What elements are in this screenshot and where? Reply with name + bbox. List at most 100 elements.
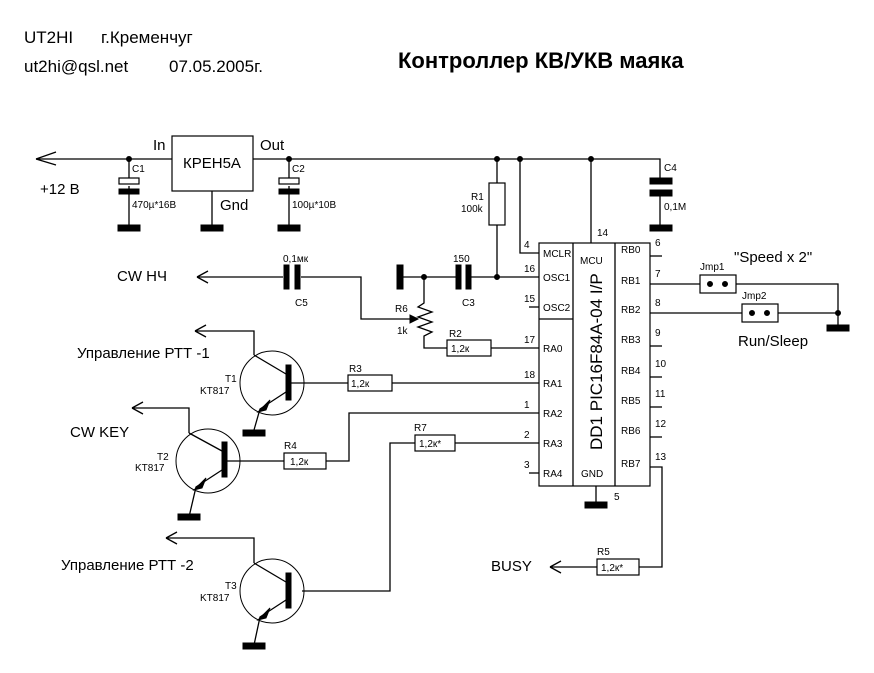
svg-text:Out: Out (260, 137, 285, 154)
pin-number: 8 (655, 298, 661, 309)
pin-number: 2 (524, 430, 530, 441)
svg-text:C3: C3 (462, 298, 475, 309)
input-voltage-label: +12 В (40, 181, 80, 198)
pin-ra0: RA0 (543, 344, 563, 355)
ground-icon (584, 501, 608, 509)
arrow-icon (35, 151, 57, 166)
wire-5v-rail (253, 158, 661, 178)
pin-number: 9 (655, 328, 661, 339)
svg-text:R1: R1 (471, 192, 484, 203)
svg-text:C1: C1 (132, 164, 145, 175)
ptt1-label: Управление РТТ -1 (77, 345, 210, 362)
svg-text:C2: C2 (292, 164, 305, 175)
pin-number: 11 (655, 389, 666, 400)
svg-text:R5: R5 (597, 547, 610, 558)
mcu-part-label: DD1 PIC16F84A-04 I/P (587, 273, 606, 450)
busy-output: 1,2к* R5 BUSY (491, 466, 663, 576)
jumpers: Jmp1 Jmp2 "Speed x 2" Run/Sleep (650, 249, 850, 350)
svg-text:1,2к*: 1,2к* (601, 563, 623, 574)
capacitor-c1: C1 470µ*16В (117, 156, 176, 232)
city: г.Кременчуг (101, 28, 193, 47)
pin-number: 10 (655, 359, 667, 370)
oscillator-network: 150 C3 R6 1k 1,2к R2 0,1мк C5 CW НЧ (117, 254, 539, 357)
pin-number: 3 (524, 460, 530, 471)
cw-lf-label: CW НЧ (117, 268, 167, 285)
svg-text:R7: R7 (414, 423, 427, 434)
svg-text:KT817: KT817 (200, 593, 230, 604)
resistor-r1: R1 100k (461, 156, 506, 277)
svg-text:470µ*16В: 470µ*16В (132, 200, 176, 211)
ground-icon (277, 224, 301, 232)
pin-rb5: RB5 (621, 396, 641, 407)
svg-text:100k: 100k (461, 204, 484, 215)
email: ut2hi@qsl.net (24, 57, 128, 76)
run-sleep-label: Run/Sleep (738, 333, 808, 350)
pin-number: 6 (655, 238, 661, 249)
speed-label: "Speed x 2" (734, 249, 812, 266)
pin-ra4: RA4 (543, 469, 563, 480)
pin-osc2: OSC2 (543, 303, 571, 314)
svg-text:KT817: KT817 (135, 463, 165, 474)
svg-text:MCU: MCU (580, 256, 603, 267)
svg-text:Jmp1: Jmp1 (700, 262, 725, 273)
svg-text:0,1M: 0,1M (664, 202, 686, 213)
schematic-title: Контроллер КВ/УКВ маяка (398, 48, 684, 73)
svg-text:GND: GND (581, 469, 603, 480)
pin-number: 12 (655, 419, 667, 430)
arrow-icon (165, 531, 178, 545)
svg-text:KT817: KT817 (200, 386, 230, 397)
capacitor-c4: C4 0,1M (649, 163, 686, 232)
ground-icon (117, 224, 141, 232)
arrow-icon (196, 270, 209, 284)
callsign: UT2HI (24, 28, 73, 47)
pin-rb0: RB0 (621, 245, 641, 256)
transistor-t1: T1 KT817 Управление РТТ -1 1,2к R3 (77, 324, 539, 437)
ground-icon (242, 429, 266, 437)
pin-rb2: RB2 (621, 305, 641, 316)
svg-text:14: 14 (597, 228, 609, 239)
jumper-jmp2[interactable] (741, 303, 779, 323)
pin-rb1: RB1 (621, 276, 641, 287)
svg-text:Jmp2: Jmp2 (742, 291, 767, 302)
svg-text:Gnd: Gnd (220, 197, 248, 214)
ground-icon (242, 642, 266, 650)
pin-number: 4 (524, 240, 530, 251)
pin-ra1: RA1 (543, 379, 563, 390)
power-input: +12 В (35, 151, 172, 198)
svg-text:C5: C5 (295, 298, 308, 309)
pin-number: 16 (524, 264, 536, 275)
pin-mclr: MCLR (543, 249, 571, 260)
svg-text:T1: T1 (225, 374, 237, 385)
pin-rb3: RB3 (621, 335, 641, 346)
pin-number: 13 (655, 452, 667, 463)
jumper-jmp1[interactable] (699, 274, 737, 294)
ground-icon (200, 224, 224, 232)
svg-text:5: 5 (614, 492, 620, 503)
svg-text:R2: R2 (449, 329, 462, 340)
svg-text:C4: C4 (664, 163, 677, 174)
svg-text:1,2к: 1,2к (451, 344, 470, 355)
arrow-icon (549, 560, 562, 574)
ground-icon (649, 224, 673, 232)
date: 07.05.2005г. (169, 57, 263, 76)
svg-text:R6: R6 (395, 304, 408, 315)
svg-text:1,2к: 1,2к (351, 379, 370, 390)
transistor-t3: 1,2к* R7 T3 KT817 Управление РТТ -2 (61, 423, 539, 650)
pin-rb4: RB4 (621, 366, 641, 377)
svg-text:R3: R3 (349, 364, 362, 375)
svg-text:1k: 1k (397, 326, 409, 337)
ptt2-label: Управление РТТ -2 (61, 557, 194, 574)
svg-text:T2: T2 (157, 452, 169, 463)
arrow-icon (131, 401, 144, 415)
pin-number: 17 (524, 335, 536, 346)
pin-osc1: OSC1 (543, 273, 571, 284)
svg-text:1,2к*: 1,2к* (419, 439, 441, 450)
ground-icon (177, 513, 201, 521)
pin-rb6: RB6 (621, 426, 641, 437)
pin-number: 15 (524, 294, 536, 305)
mcu-pic16f84a: MCU GND DD1 PIC16F84A-04 I/P 5 MCLR 4OSC1… (524, 238, 667, 509)
busy-label: BUSY (491, 558, 532, 575)
wiper-arrow-icon (409, 314, 420, 324)
svg-text:T3: T3 (225, 581, 237, 592)
